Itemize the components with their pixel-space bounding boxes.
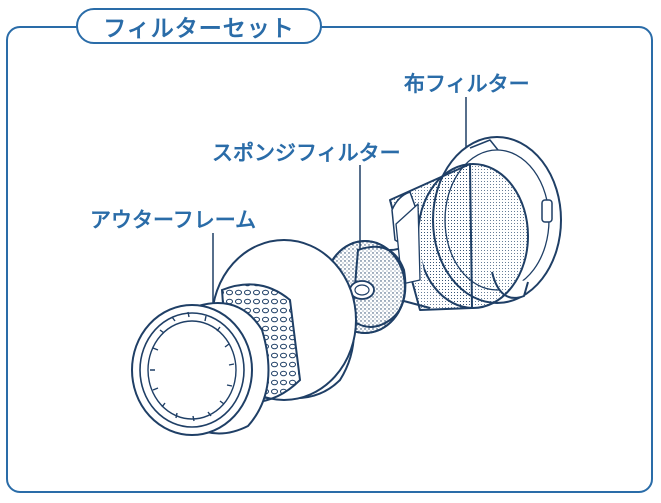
sponge-filter-label: スポンジフィルター — [212, 141, 401, 165]
section-title: フィルターセット — [76, 8, 322, 44]
section-frame — [6, 26, 653, 493]
cloth-filter-part — [389, 136, 562, 311]
outer-frame-part — [131, 239, 357, 436]
cloth-filter-label: 布フィルター — [404, 72, 530, 96]
outer-frame-label: アウターフレーム — [90, 208, 257, 232]
